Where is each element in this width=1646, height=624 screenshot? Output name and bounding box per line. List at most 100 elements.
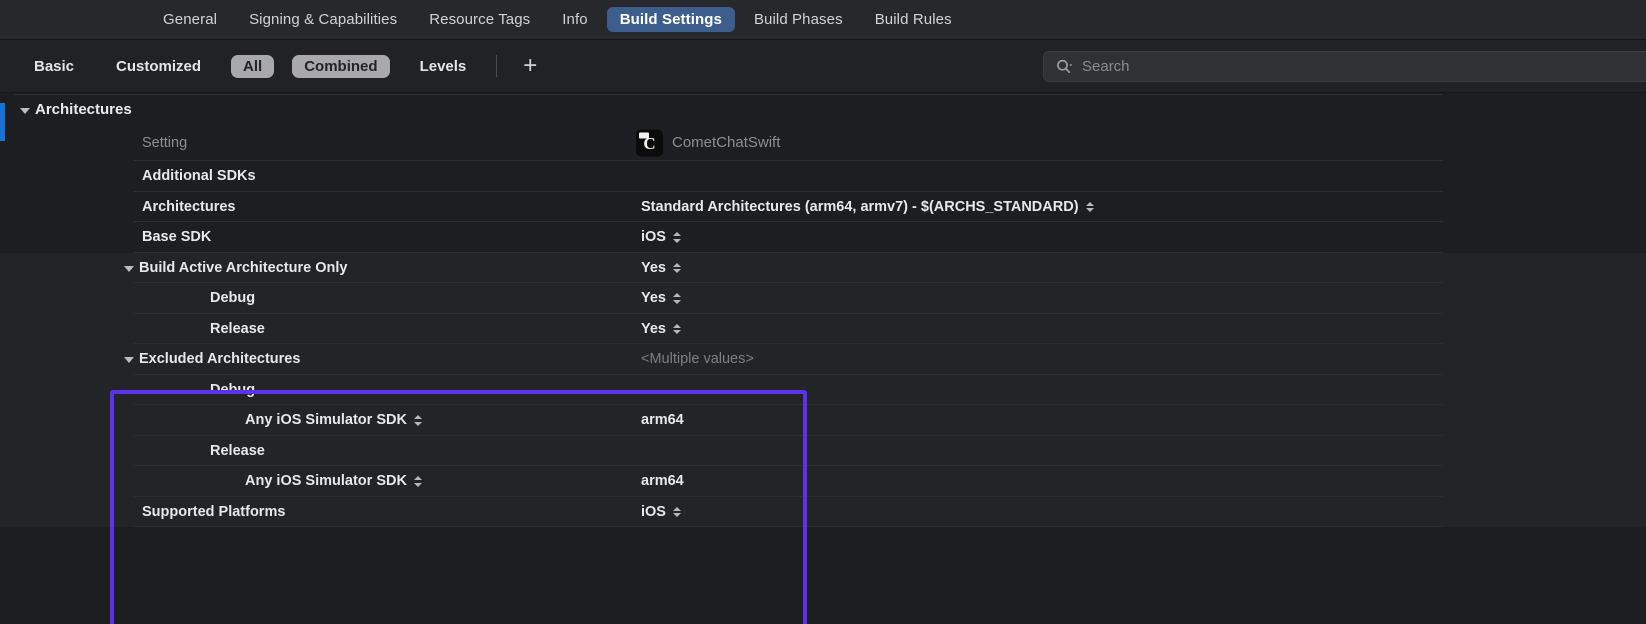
selection-accent-bar	[0, 103, 5, 141]
setting-name-label: Excluded Architectures	[139, 351, 301, 368]
setting-value-label: Yes	[641, 259, 666, 276]
setting-name-label: Release	[210, 442, 265, 459]
setting-name: Additional SDKs	[142, 168, 256, 184]
row-divider	[134, 373, 1443, 375]
column-header-target: CometChatSwift	[672, 134, 781, 151]
setting-value[interactable]: arm64	[641, 412, 684, 428]
section-header-architectures[interactable]: Architectures	[20, 101, 132, 118]
setting-value[interactable]: Standard Architectures (arm64, armv7) - …	[641, 199, 1094, 215]
setting-value-label: Yes	[641, 320, 666, 337]
tab-general[interactable]: General	[163, 11, 218, 28]
tab-build-rules[interactable]: Build Rules	[874, 11, 952, 28]
row-divider	[134, 495, 1443, 497]
table-row[interactable]: Release	[0, 435, 1646, 466]
setting-value[interactable]: Yes	[641, 290, 681, 306]
row-divider	[134, 282, 1443, 283]
setting-name: Excluded Architectures	[124, 351, 300, 367]
row-divider	[134, 221, 1443, 222]
stepper-icon[interactable]	[413, 476, 422, 487]
row-divider	[134, 465, 1443, 466]
table-row[interactable]: Build Active Architecture Only Yes	[0, 252, 1646, 283]
setting-name-label: Build Active Architecture Only	[139, 259, 348, 276]
table-row[interactable]: Excluded Architectures <Multiple values>	[0, 344, 1646, 375]
setting-value-label: arm64	[641, 473, 684, 490]
editor-tab-bar: General Signing & Capabilities Resource Ta…	[0, 0, 1646, 40]
table-row[interactable]: Any iOS Simulator SDK arm64	[0, 405, 1646, 436]
disclosure-triangle-icon[interactable]	[20, 107, 30, 114]
tab-build-phases[interactable]: Build Phases	[753, 11, 843, 28]
add-setting-button[interactable]: +	[523, 52, 538, 79]
setting-name-label: Any iOS Simulator SDK	[245, 473, 407, 490]
setting-value[interactable]: iOS	[641, 229, 681, 245]
setting-value[interactable]: Yes	[641, 321, 681, 337]
column-header-setting: Setting	[142, 134, 188, 151]
stepper-icon[interactable]	[672, 506, 681, 517]
row-divider	[134, 251, 1443, 253]
stepper-icon[interactable]	[672, 232, 681, 243]
setting-name: Debug	[210, 382, 255, 398]
setting-value[interactable]: Yes	[641, 260, 681, 276]
setting-name: Architectures	[142, 199, 235, 215]
setting-value[interactable]: iOS	[641, 504, 681, 520]
setting-name-label: Supported Platforms	[142, 503, 286, 520]
table-top-divider	[14, 94, 1443, 95]
setting-name: Base SDK	[142, 229, 211, 245]
app-icon: C	[636, 129, 663, 156]
filter-separator	[496, 55, 498, 77]
disclosure-triangle-icon[interactable]	[124, 357, 134, 364]
row-divider	[134, 404, 1443, 405]
stepper-icon[interactable]	[413, 415, 422, 426]
tab-signing-capabilities[interactable]: Signing & Capabilities	[249, 11, 398, 28]
table-row[interactable]: Any iOS Simulator SDK arm64	[0, 466, 1646, 497]
row-divider	[134, 190, 1443, 192]
section-title: Architectures	[35, 101, 132, 118]
search-icon	[1056, 59, 1073, 74]
row-divider	[134, 343, 1443, 344]
setting-name: Debug	[210, 290, 255, 306]
setting-name-label: Release	[210, 320, 265, 337]
setting-name-label: Architectures	[142, 198, 236, 215]
table-row[interactable]: Release Yes	[0, 313, 1646, 344]
setting-name: Build Active Architecture Only	[124, 260, 347, 276]
row-divider	[134, 312, 1443, 314]
setting-value-label: iOS	[641, 503, 666, 520]
stepper-icon[interactable]	[673, 293, 681, 304]
search-field[interactable]: Search	[1043, 51, 1646, 82]
setting-value-label: Standard Architectures (arm64, armv7) - …	[641, 198, 1079, 215]
table-row[interactable]: Debug	[0, 374, 1646, 405]
setting-value-label: arm64	[641, 412, 684, 429]
tab-build-settings[interactable]: Build Settings	[606, 7, 735, 32]
setting-name: Supported Platforms	[142, 504, 285, 520]
setting-name-label: Debug	[210, 290, 256, 307]
setting-value-label: <Multiple values>	[641, 351, 754, 368]
filter-basic[interactable]: Basic	[34, 57, 75, 75]
row-divider	[134, 434, 1443, 436]
table-row[interactable]: Architectures Standard Architectures (arm…	[0, 192, 1646, 222]
setting-name-label: Base SDK	[142, 229, 212, 246]
tab-info[interactable]: Info	[562, 11, 588, 28]
setting-name-label: Debug	[210, 381, 256, 398]
setting-value[interactable]: arm64	[641, 473, 684, 489]
row-divider	[134, 526, 1443, 527]
setting-name: Any iOS Simulator SDK	[245, 473, 422, 489]
filter-combined[interactable]: Combined	[292, 54, 390, 78]
table-row[interactable]: Supported Platforms iOS	[0, 496, 1646, 527]
stepper-icon[interactable]	[673, 323, 681, 334]
build-settings-filter-bar: Basic Customized All Combined Levels + Searc…	[0, 40, 1646, 93]
stepper-icon[interactable]	[673, 262, 681, 273]
filter-all[interactable]: All	[231, 54, 275, 78]
table-row[interactable]: Base SDK iOS	[0, 222, 1646, 253]
tab-resource-tags[interactable]: Resource Tags	[429, 11, 531, 28]
filter-customized[interactable]: Customized	[116, 57, 202, 75]
setting-value-label: Yes	[641, 290, 666, 307]
disclosure-triangle-icon[interactable]	[124, 265, 134, 272]
setting-value[interactable]: <Multiple values>	[641, 351, 754, 367]
table-row[interactable]: Additional SDKs	[0, 161, 1646, 192]
setting-name-label: Additional SDKs	[142, 168, 256, 185]
search-placeholder: Search	[1082, 58, 1130, 75]
setting-name: Any iOS Simulator SDK	[245, 412, 422, 428]
filter-levels[interactable]: Levels	[419, 57, 467, 75]
stepper-icon[interactable]	[1085, 201, 1094, 212]
table-row[interactable]: Debug Yes	[0, 283, 1646, 314]
